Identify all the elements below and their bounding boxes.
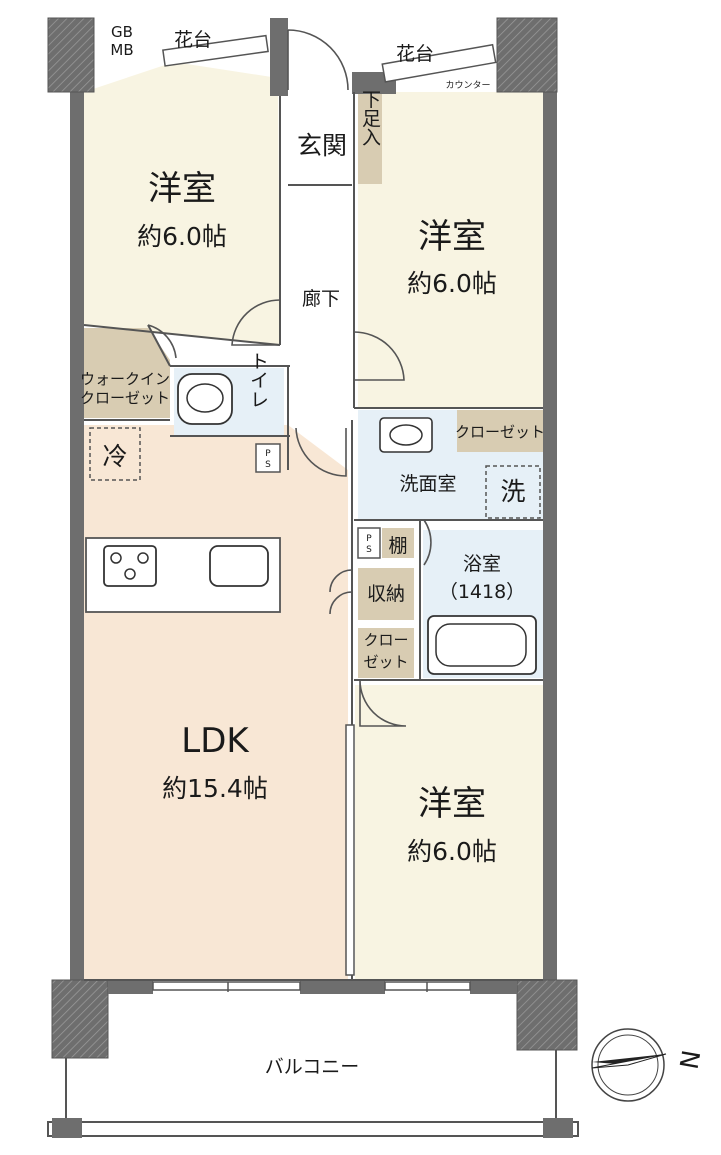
basin-icon xyxy=(379,417,433,453)
bedroom-ne-floor xyxy=(358,92,543,408)
flower-bed-2-shape xyxy=(381,43,497,83)
hallway-floor xyxy=(288,185,352,415)
kitchen xyxy=(85,427,281,613)
closet-small-label-1: クロー xyxy=(363,631,408,649)
washer-label: 洗 xyxy=(500,477,525,506)
entrance-floor xyxy=(288,95,354,185)
fridge-space xyxy=(89,427,141,481)
door-bedroom-ne xyxy=(353,331,405,381)
bedroom-se-name: 洋室 xyxy=(418,784,486,824)
wall-entrance-west xyxy=(270,18,288,96)
walk-in-closet-label-1: ウォークイン xyxy=(80,370,170,388)
ps-box-2 xyxy=(357,527,381,559)
ldk-floor xyxy=(84,425,348,980)
bedroom-ne-size: 約6.0帖 xyxy=(407,269,497,298)
door-bedroom-se xyxy=(359,679,407,727)
bedroom-nw-size: 約6.0帖 xyxy=(137,222,227,251)
closet-east-floor xyxy=(457,410,543,452)
closet-east-label: クローゼット xyxy=(455,423,545,441)
ldk-name: LDK xyxy=(181,721,250,761)
flower-bed-1-shape xyxy=(162,34,269,67)
flower-bed-1-label: 花台 xyxy=(174,29,212,51)
walk-in-closet-floor xyxy=(84,328,170,418)
wall-south-mid2 xyxy=(300,980,385,994)
balcony xyxy=(47,1050,579,1138)
bathtub-icon xyxy=(427,615,537,675)
fridge-label: 冷 xyxy=(102,442,127,471)
door-washroom xyxy=(423,519,432,566)
balcony-label: バルコニー xyxy=(265,1056,360,1078)
ps-2-top: P xyxy=(366,534,372,544)
storage-floor xyxy=(358,568,414,620)
door-storage xyxy=(329,569,353,615)
bathroom-name: 浴室 xyxy=(463,553,501,575)
door-entrance xyxy=(287,29,349,91)
pillar-nw xyxy=(47,17,95,93)
balcony-rail xyxy=(47,1121,579,1137)
shoe-box-label: 下足入 xyxy=(359,90,381,147)
sink-icon xyxy=(209,545,269,587)
bedroom-nw-floor xyxy=(84,62,280,345)
door-toilet xyxy=(295,427,347,477)
pillar-ne xyxy=(496,17,558,93)
fixtures xyxy=(177,373,541,675)
bedroom-se-size: 約6.0帖 xyxy=(407,837,497,866)
bedroom-nw-name: 洋室 xyxy=(148,169,216,209)
flower-bed-2-label: 花台 xyxy=(396,43,434,65)
ldk-size: 約15.4帖 xyxy=(162,774,268,803)
wall-south-mid xyxy=(108,980,153,994)
storage-fills xyxy=(84,92,543,678)
wall-east xyxy=(543,92,557,992)
compass-label: N xyxy=(675,1048,707,1071)
stove-icon xyxy=(103,545,157,587)
wall-south-mid3 xyxy=(470,980,517,994)
ps-1-bottom: S xyxy=(265,460,271,470)
bedroom-se-floor xyxy=(355,685,543,980)
ps-1-top: P xyxy=(265,449,271,459)
ps-box-1 xyxy=(255,443,281,473)
pillar-se xyxy=(516,979,578,1051)
washer-space xyxy=(485,465,541,519)
closet-small-floor xyxy=(358,628,414,678)
washroom-label: 洗面室 xyxy=(399,473,456,495)
door-walk-in xyxy=(147,324,177,359)
walk-in-closet-label-2: クローゼット xyxy=(80,389,170,407)
windows xyxy=(152,34,497,992)
bathroom-size: （1418） xyxy=(439,581,525,603)
doors xyxy=(147,29,432,727)
bedroom-ne-name: 洋室 xyxy=(418,217,486,257)
wall-west xyxy=(70,92,84,992)
counter-label: カウンター xyxy=(445,80,490,91)
toilet-bowl-icon xyxy=(177,373,233,425)
closet-small-label-2: ゼット xyxy=(363,653,408,671)
sliding-door-ldk-se xyxy=(345,724,355,976)
entrance-label: 玄関 xyxy=(297,131,347,160)
shelf-floor xyxy=(382,528,414,558)
toilet-label: トイレ xyxy=(247,352,269,409)
shoe-box-floor xyxy=(358,92,382,184)
hallway-label: 廊下 xyxy=(302,288,340,310)
door-bedroom-nw xyxy=(231,299,281,346)
north-arrow-icon xyxy=(591,1028,667,1102)
shelf-label: 棚 xyxy=(388,535,407,557)
labels: 洋室 約6.0帖 洋室 約6.0帖 洋室 約6.0帖 LDK 約15.4帖 玄関… xyxy=(80,23,706,1078)
window-south-ldk xyxy=(152,981,301,991)
walls xyxy=(47,17,578,1059)
storage-label: 収納 xyxy=(367,583,405,605)
mb-label: MB xyxy=(110,41,133,59)
gb-label: GB xyxy=(111,23,133,41)
ps-2-bottom: S xyxy=(366,545,372,555)
pillar-sw xyxy=(51,979,109,1059)
